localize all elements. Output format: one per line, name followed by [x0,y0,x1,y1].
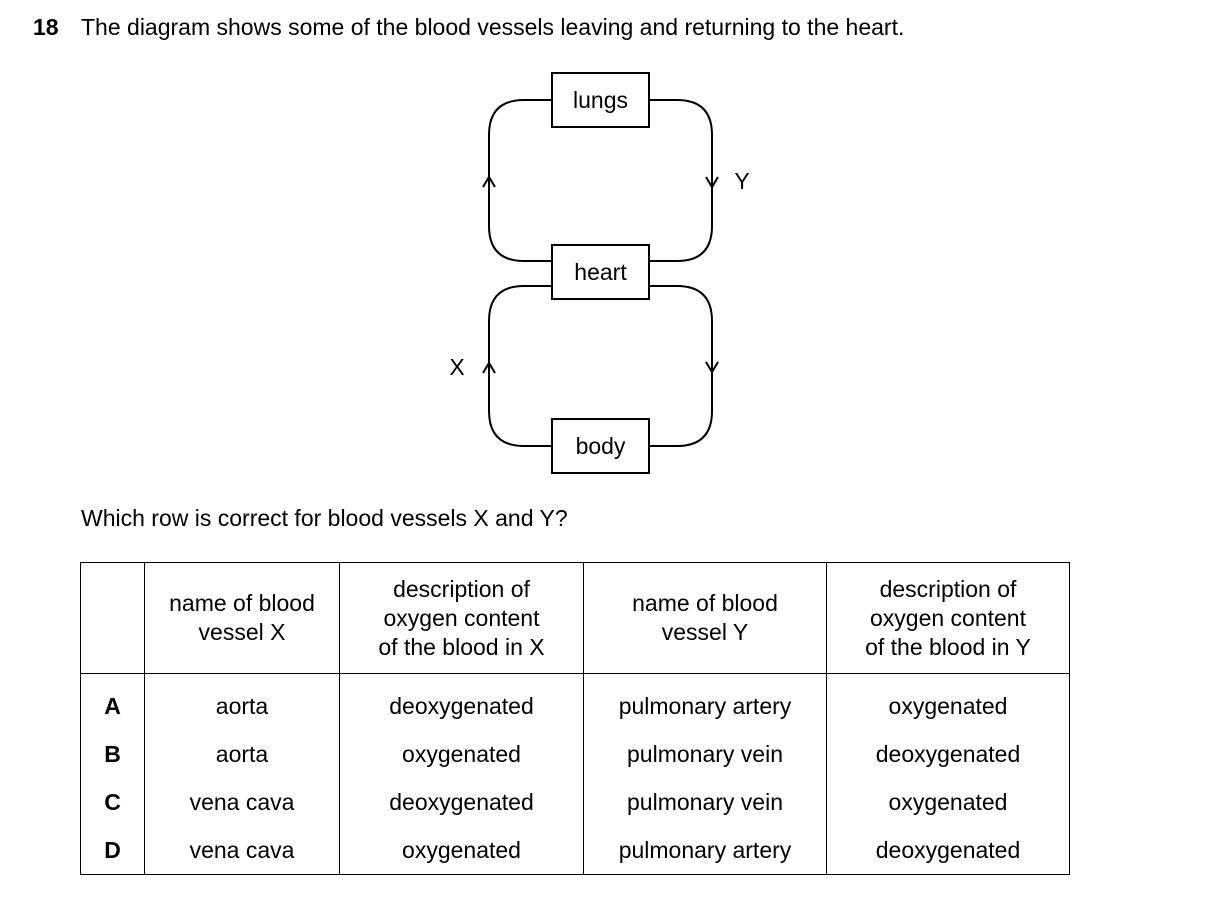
header-line: description of [393,575,530,602]
header-line: of the blood in Y [865,633,1031,660]
header-line: vessel Y [661,619,749,645]
heart-label: heart [574,259,627,285]
header-line: name of blood [169,590,315,616]
arrow-down-icon [705,361,719,374]
option-row-d[interactable]: D vena cava oxygenated pulmonary artery … [80,826,1070,875]
header-row: name of blood vessel X description of ox… [80,562,1070,674]
header-line: name of blood [632,590,778,616]
systemic-left-vessel-x [488,285,552,447]
header-line: vessel X [198,619,286,645]
header-blank [80,562,145,674]
vessel-x-name: vena cava [144,778,340,826]
vessel-y-label: Y [734,168,749,194]
vessel-y-oxygen: deoxygenated [826,730,1070,778]
lungs-box [551,72,650,128]
header-oxygen-x: description of oxygen content of the blo… [339,562,584,674]
body-label: body [576,433,626,459]
header-line: description of [879,575,1017,602]
header-line: oxygen content [383,604,540,631]
vessel-x-oxygen: deoxygenated [339,673,584,730]
vessel-y-oxygen: deoxygenated [826,826,1070,875]
answer-table-body: A aorta deoxygenated pulmonary artery ox… [80,673,1070,875]
option-row-b[interactable]: B aorta oxygenated pulmonary vein deoxyg… [80,730,1070,778]
vessel-y-name: pulmonary vein [583,730,827,778]
vessel-x-name: aorta [144,730,340,778]
question-number: 18 [33,14,59,40]
question-stem: The diagram shows some of the blood vess… [81,14,905,40]
vessel-x-name: aorta [144,673,340,730]
option-letter[interactable]: B [80,730,145,778]
circulation-diagram: lungs heart body X Y [449,72,750,474]
header-name-x: name of blood vessel X [144,562,340,674]
systemic-right-vessel [649,285,713,447]
arrow-down-icon [705,176,719,189]
vessel-y-name: pulmonary artery [583,826,827,875]
option-row-a[interactable]: A aorta deoxygenated pulmonary artery ox… [80,673,1070,730]
vessel-x-oxygen: deoxygenated [339,778,584,826]
arrow-up-icon [482,361,496,374]
pulmonary-right-vessel-y [649,99,713,262]
header-name-y: name of blood vessel Y [583,562,827,674]
option-row-c[interactable]: C vena cava deoxygenated pulmonary vein … [80,778,1070,826]
header-line: oxygen content [869,604,1026,631]
option-letter[interactable]: D [80,826,145,875]
option-letter[interactable]: C [80,778,145,826]
heart-box [551,244,650,300]
lungs-label: lungs [573,87,628,113]
pulmonary-left-vessel [488,99,552,262]
arrow-up-icon [482,175,496,188]
question-prompt: Which row is correct for blood vessels X… [81,505,568,531]
vessel-x-oxygen: oxygenated [339,730,584,778]
body-box [551,418,650,474]
vessel-y-name: pulmonary artery [583,673,827,730]
vessel-x-name: vena cava [144,826,340,875]
vessel-y-name: pulmonary vein [583,778,827,826]
vessel-y-oxygen: oxygenated [826,673,1070,730]
vessel-y-oxygen: oxygenated [826,778,1070,826]
header-line: of the blood in X [378,633,545,660]
vessel-x-label: X [449,354,464,380]
answer-table-header: name of blood vessel X description of ox… [80,562,1070,674]
answer-table: name of blood vessel X description of ox… [80,562,1070,875]
header-oxygen-y: description of oxygen content of the blo… [826,562,1070,674]
option-letter[interactable]: A [80,673,145,730]
vessel-x-oxygen: oxygenated [339,826,584,875]
